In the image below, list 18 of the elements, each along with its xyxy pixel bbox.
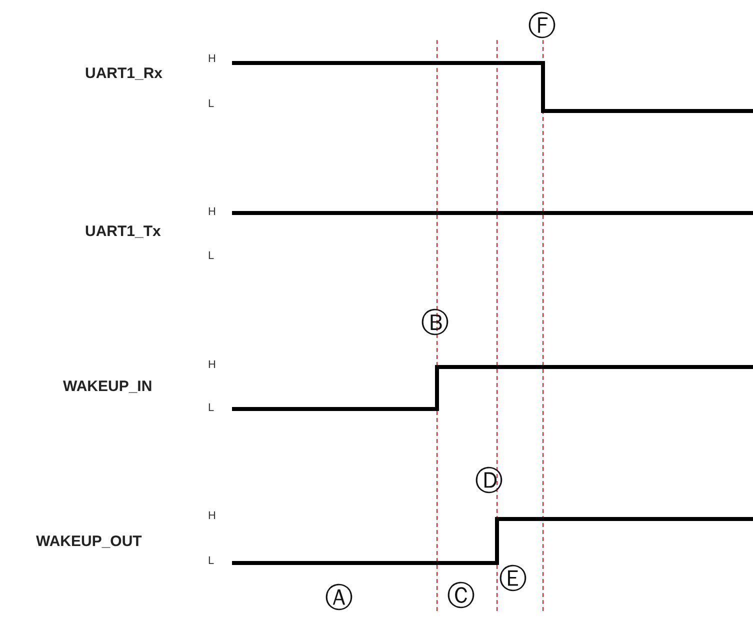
level-label: L: [208, 403, 214, 414]
signal-name: WAKEUP_IN: [63, 379, 152, 394]
signal-name: WAKEUP_OUT: [36, 534, 142, 549]
event-marker: Ⓕ: [528, 12, 556, 40]
level-label: H: [208, 511, 216, 522]
signal-name: UART1_Tx: [85, 224, 161, 239]
level-label: H: [208, 207, 216, 218]
level-label: H: [208, 360, 216, 371]
event-marker: Ⓑ: [421, 309, 449, 337]
event-marker: Ⓔ: [499, 565, 527, 593]
level-label: L: [208, 556, 214, 567]
level-label: L: [208, 99, 214, 110]
level-label: L: [208, 251, 214, 262]
signal-name: UART1_Rx: [85, 66, 163, 81]
event-marker: Ⓒ: [447, 582, 475, 610]
event-marker: Ⓓ: [475, 467, 503, 495]
event-marker: Ⓐ: [325, 584, 353, 612]
level-label: H: [208, 54, 216, 65]
